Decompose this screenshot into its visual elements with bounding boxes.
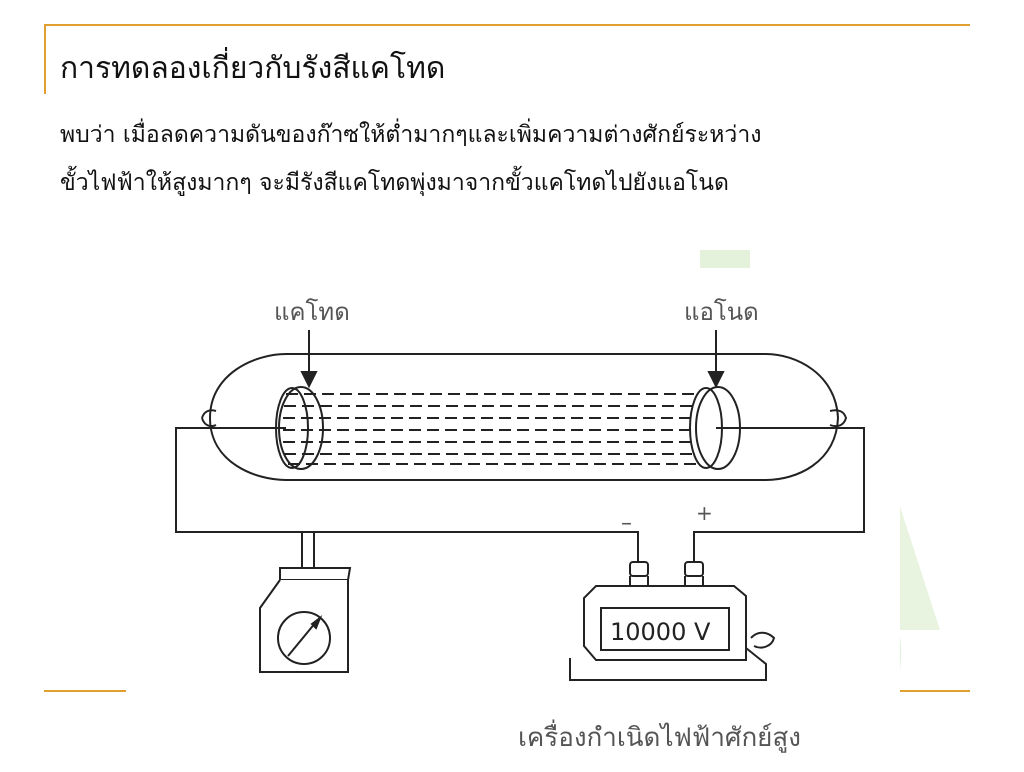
paragraph-line-2: ขั้วไฟฟ้าให้สูงมากๆ จะมีรังสีแคโทดพุ่งมา… bbox=[60, 170, 729, 196]
diagram-svg: แคโทด แอโนด – + bbox=[175, 298, 865, 753]
power-supply-caption: เครื่องกำเนิดไฟฟ้าศักย์สูง bbox=[518, 719, 801, 753]
circuit-wiring bbox=[175, 427, 865, 568]
left-accent-bar bbox=[44, 24, 46, 94]
anode-disk bbox=[695, 386, 741, 470]
anode-label: แอโนด bbox=[684, 298, 759, 326]
minus-sign: – bbox=[621, 511, 632, 536]
cathode-disk bbox=[278, 386, 324, 470]
cathode-label: แคโทด bbox=[274, 298, 350, 326]
bottom-rule-right bbox=[900, 690, 970, 692]
power-supply bbox=[569, 561, 776, 681]
glass-tube bbox=[208, 353, 840, 481]
slide-title: การทดลองเกี่ยวกับรังสีแคโทด bbox=[60, 51, 446, 86]
top-accent-rule bbox=[44, 24, 970, 26]
right-seal bbox=[829, 409, 848, 428]
power-supply-reading: 10000 V bbox=[610, 618, 711, 646]
paragraph-line-1: พบว่า เมื่อลดความดันของก๊าซให้ต่ำมากๆและ… bbox=[60, 122, 762, 148]
plus-sign: + bbox=[696, 501, 713, 525]
cathode-ray-beam bbox=[283, 393, 696, 465]
bottom-rule-left bbox=[44, 690, 126, 692]
left-seal bbox=[201, 409, 217, 428]
galvanometer bbox=[259, 567, 352, 673]
cathode-ray-tube-diagram: แคโทด แอโนด – + bbox=[126, 268, 900, 768]
